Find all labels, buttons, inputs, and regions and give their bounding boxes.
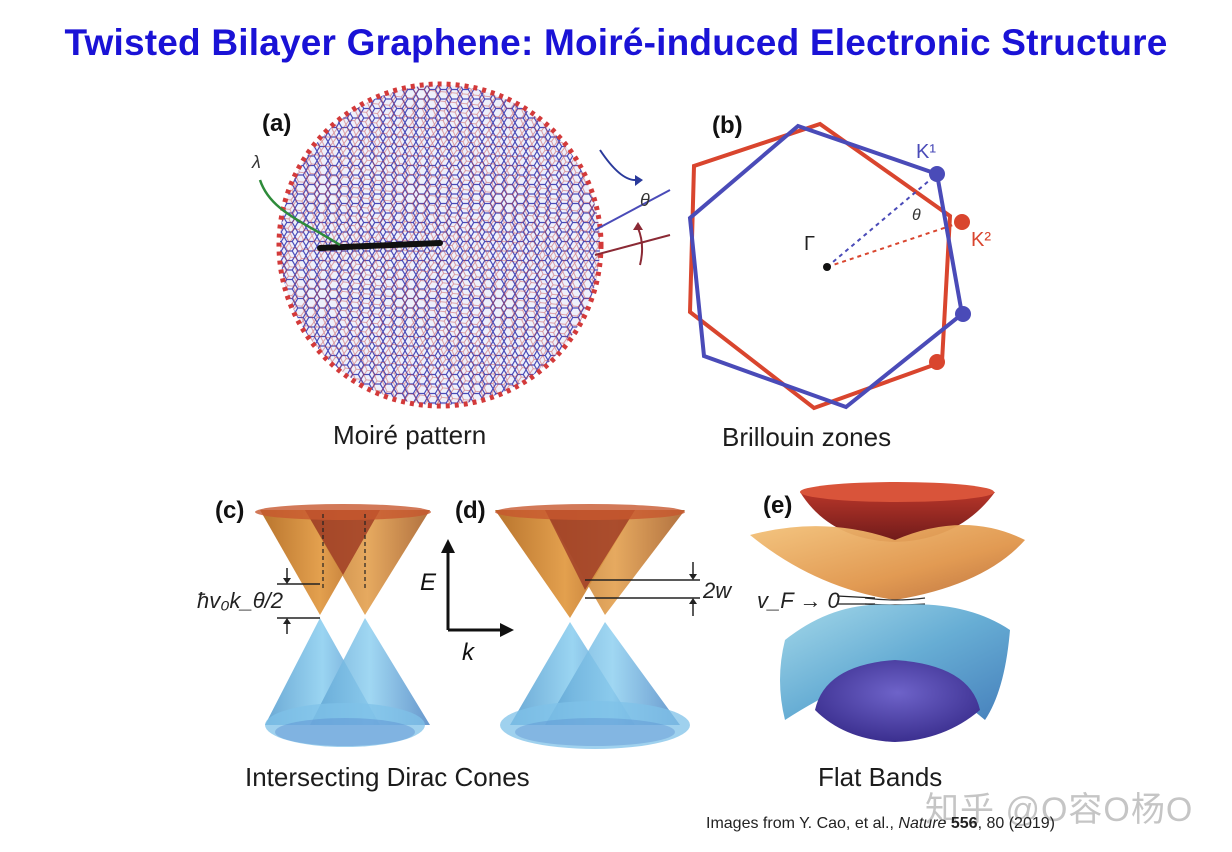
theta-label-b: θ — [912, 207, 921, 224]
panel-c-label: (c) — [215, 497, 245, 524]
moire-pattern-figure: λ θ — [251, 81, 671, 409]
citation: Images from Y. Cao, et al., Nature 556, … — [706, 815, 1055, 833]
brillouin-zones-figure: Γ θ K¹ K² — [687, 121, 991, 411]
citation-prefix: Images from Y. Cao, et al., — [706, 815, 899, 832]
panel-a-label: (a) — [262, 110, 292, 137]
citation-suffix: , 80 (2019) — [977, 815, 1055, 832]
citation-volume: 556 — [950, 815, 978, 832]
citation-journal: Nature — [898, 815, 947, 832]
lambda-label: λ — [251, 152, 261, 172]
caption-intersecting-dirac-cones: Intersecting Dirac Cones — [245, 762, 530, 792]
energy-momentum-axes: E k — [420, 539, 514, 665]
moire-wavelength-bar — [317, 240, 443, 251]
energy-offset-label: ħv₀k_θ/2 — [197, 588, 283, 613]
page-title: Twisted Bilayer Graphene: Moiré-induced … — [64, 22, 1168, 63]
gap-label: 2w — [702, 578, 733, 603]
panel-d-label: (d) — [455, 497, 486, 524]
panel-b-label: (b) — [712, 112, 743, 139]
intersecting-cones-figure: ħv₀k_θ/2 — [197, 504, 431, 747]
gamma-label: Γ — [804, 233, 815, 255]
k2-point — [954, 214, 970, 230]
gamma-point — [823, 263, 831, 271]
caption-brillouin-zones: Brillouin zones — [722, 422, 892, 452]
caption-flat-bands: Flat Bands — [818, 762, 943, 792]
panel-e-label: (e) — [763, 492, 793, 519]
gapped-cones-figure: 2w — [495, 504, 733, 749]
flat-bands-figure: v_F → 0 — [750, 482, 1025, 742]
k2-label: K² — [971, 229, 991, 251]
theta-label-a: θ — [640, 190, 650, 210]
caption-moire-pattern: Moiré pattern — [333, 420, 487, 450]
momentum-axis-label: k — [462, 639, 476, 665]
k1-label: K¹ — [916, 141, 936, 163]
fermi-velocity-label: v_F → 0 — [757, 588, 841, 613]
energy-axis-label: E — [420, 569, 437, 596]
watermark-text: 知乎 @O容O杨O — [925, 791, 1194, 829]
k1-point — [929, 166, 945, 182]
